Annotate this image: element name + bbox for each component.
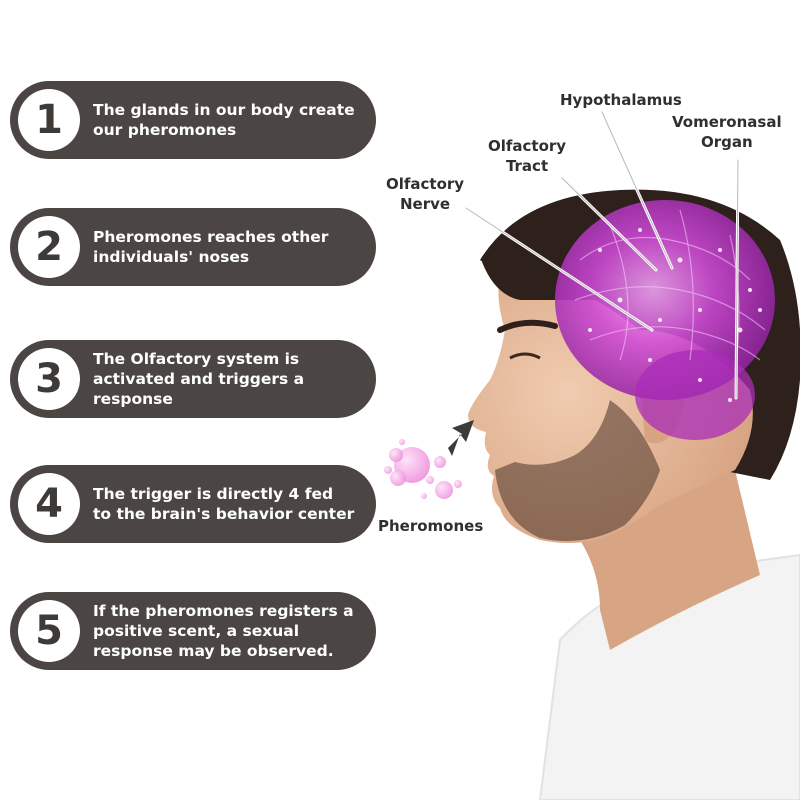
arrow-icon bbox=[448, 420, 474, 456]
eye-shape bbox=[509, 352, 541, 360]
eyebrow-shape bbox=[497, 319, 558, 333]
step-2: 2 Pheromones reaches other individuals' … bbox=[10, 208, 376, 286]
step-text: Pheromones reaches other individuals' no… bbox=[93, 228, 329, 266]
label-olfactory-nerve: Olfactory Nerve bbox=[386, 175, 465, 213]
pheromone-bubbles bbox=[384, 439, 462, 499]
step-number: 1 bbox=[18, 89, 80, 151]
step-number: 3 bbox=[18, 348, 80, 410]
step-1: 1 The glands in our body create our pher… bbox=[10, 81, 376, 159]
step-text: The Olfactory system is activated and tr… bbox=[93, 350, 305, 408]
brain-lower-shape bbox=[635, 350, 755, 440]
label-vomeronasal-organ: Vomeronasal Organ bbox=[672, 113, 782, 151]
step-text: The glands in our body create our pherom… bbox=[93, 101, 355, 139]
label-hypothalamus: Hypothalamus bbox=[560, 91, 682, 109]
step-number: 5 bbox=[18, 600, 80, 662]
step-3: 3 The Olfactory system is activated and … bbox=[10, 340, 376, 418]
step-text: The trigger is directly 4 fed to the bra… bbox=[93, 485, 355, 523]
beard-shape bbox=[495, 400, 660, 542]
step-5: 5 If the pheromones registers a positive… bbox=[10, 592, 376, 670]
brain-sparkles bbox=[588, 228, 762, 402]
step-number: 4 bbox=[18, 473, 80, 535]
label-olfactory-tract: Olfactory Tract bbox=[488, 137, 567, 175]
label-pheromones: Pheromones bbox=[378, 517, 484, 535]
step-4: 4 The trigger is directly 4 fed to the b… bbox=[10, 465, 376, 543]
step-text: If the pheromones registers a positive s… bbox=[93, 602, 354, 660]
step-number: 2 bbox=[18, 216, 80, 278]
